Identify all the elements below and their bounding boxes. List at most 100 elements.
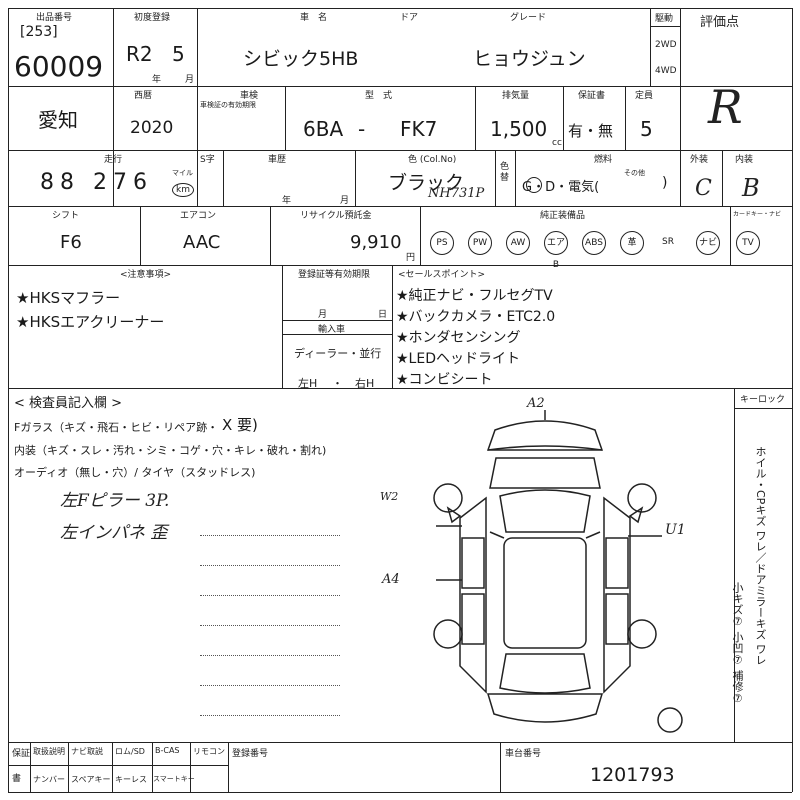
row-line-6	[8, 742, 792, 743]
row-line-1	[8, 86, 792, 87]
interior-label: 内装	[735, 155, 754, 165]
wheel-right-front	[627, 483, 657, 513]
sales-point-2: ★バックカメラ・ETC2.0	[396, 309, 556, 325]
equipment-1: PW	[468, 231, 492, 255]
rear-window	[499, 653, 591, 694]
wheel-left-front	[433, 483, 463, 513]
v-insp	[734, 388, 735, 742]
row-line-4	[8, 265, 792, 266]
v-f2	[68, 742, 69, 792]
v-f6	[228, 742, 229, 792]
footer-warranty-1: 保証	[12, 749, 31, 759]
equipment-0: PS	[430, 231, 454, 255]
grade-label: グレード	[510, 13, 547, 23]
border-bottom	[8, 792, 792, 793]
car-diagram	[433, 410, 683, 733]
footer-frame-no-label: 車台番号	[505, 749, 542, 759]
row-line-5	[8, 388, 792, 389]
caution-item-1: ★HKSマフラー	[16, 289, 121, 307]
v-r3-b	[223, 150, 224, 206]
footer-smart-key: スマートキー	[153, 775, 195, 783]
v-r3-a	[197, 150, 198, 206]
steering-left: 左H	[298, 377, 318, 390]
line-audio: オーディオ（無し・穴）/ タイヤ（スタッドレス)	[14, 466, 256, 479]
right-mirror	[628, 506, 644, 524]
footer-remote: リモコン	[193, 747, 225, 756]
cc-unit: cc	[552, 138, 562, 148]
km-unit: km	[172, 183, 194, 197]
roof	[503, 537, 587, 649]
caution-label: <注意事項>	[120, 270, 172, 280]
v-r4-d	[730, 206, 731, 265]
first-reg-year-unit: 年	[152, 75, 162, 85]
diag-a2: A2	[527, 396, 545, 411]
ac-label: エアコン	[180, 211, 217, 221]
footer-manual: 取扱説明	[33, 747, 65, 756]
dotted-7	[200, 715, 340, 716]
v-f5	[190, 742, 191, 792]
door-label: ドア	[400, 13, 419, 23]
h-drive	[650, 26, 680, 27]
v-r4-c	[420, 206, 421, 265]
equipment-3: エアB	[544, 231, 568, 270]
row-line-3	[8, 206, 792, 207]
left-rear-door	[461, 593, 485, 645]
exterior-label: 外装	[690, 155, 709, 165]
v-r2-e	[625, 86, 626, 150]
auction-no-label: 出品番号	[36, 13, 73, 23]
spare-wheel	[657, 707, 683, 733]
line-glass-end: X 要)	[222, 416, 258, 434]
diag-a4: A4	[382, 572, 400, 587]
warranty-label: 保証書	[578, 91, 606, 101]
recycle-label: リサイクル預託金	[300, 211, 372, 221]
recycle-yen: 円	[406, 253, 416, 263]
capacity: 5	[640, 117, 653, 141]
shift: F6	[60, 232, 82, 253]
v-r1-d	[680, 8, 681, 150]
left-side	[459, 496, 487, 694]
registration-label: 登録証等有効期限	[298, 270, 371, 280]
reg-day: 日	[378, 310, 388, 320]
left-mirror	[446, 506, 462, 524]
sales-label: <セールスポイント>	[398, 270, 486, 280]
sales-point-5: ★コンビシート	[396, 372, 493, 388]
history-label: 車歴	[268, 155, 287, 165]
line-interior: 内装（キズ・スレ・汚れ・シミ・コゲ・穴・キレ・破れ・割れ)	[14, 444, 327, 457]
type-prefix: 6BA	[303, 117, 344, 141]
color-label: 色 (Col.No)	[408, 155, 457, 165]
ac: AAC	[183, 232, 221, 253]
dotted-5	[200, 655, 340, 656]
mile-unit: マイル	[172, 169, 193, 177]
card-key-label: カードキー・ナビ	[733, 211, 782, 218]
car-name-label: 車 名	[300, 13, 328, 23]
import-label: 輸入車	[318, 325, 346, 335]
first-reg-label: 初度登録	[134, 13, 171, 23]
rear-bumper	[486, 693, 604, 723]
footer-keyless: キーレス	[115, 775, 147, 784]
footer-warranty-2: 書	[12, 774, 22, 784]
history-month: 月	[340, 196, 350, 206]
type-label: 型 式	[365, 91, 393, 101]
right-rear-door	[605, 593, 629, 645]
v-r1-a	[113, 8, 114, 206]
color-change-label: 色替	[500, 162, 510, 183]
mileage: 88 276	[40, 170, 153, 195]
v-r3-g	[722, 150, 723, 206]
dotted-2	[200, 565, 340, 566]
v-notes-a	[282, 265, 283, 388]
warranty: 有・無	[568, 122, 614, 140]
h-notes-b	[282, 334, 392, 335]
model-year-label: 西暦	[134, 91, 153, 101]
v-f4	[152, 742, 153, 792]
equipment-6: SR	[662, 237, 674, 247]
interior-grade: B	[742, 174, 760, 202]
right-front-door	[605, 537, 629, 589]
dotted-4	[200, 625, 340, 626]
drive-label: 駆動	[655, 14, 674, 24]
steering-dot: ・	[332, 377, 343, 390]
equipment-label: 純正装備品	[540, 211, 586, 221]
fuel-label: 燃料	[594, 155, 613, 165]
dotted-3	[200, 595, 340, 596]
type-dash: -	[358, 117, 366, 141]
shift-label: シフト	[52, 211, 80, 221]
